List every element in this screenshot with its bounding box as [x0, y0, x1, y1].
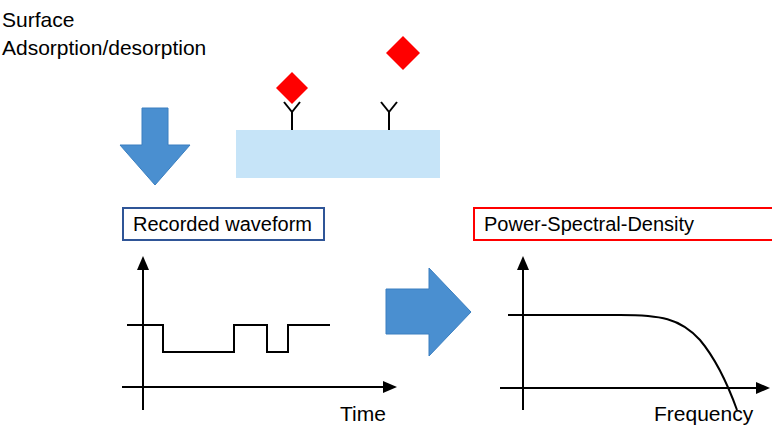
box-title: Power-Spectral-Density	[484, 212, 772, 236]
transform-arrow	[386, 268, 471, 356]
axis-label: Time	[340, 400, 386, 428]
receptor-symbol	[381, 102, 397, 130]
molecule-diamond	[386, 36, 420, 70]
title-box: Recorded waveform	[122, 207, 325, 241]
process-label: Surface Adsorption/desorption	[2, 6, 242, 62]
axis-arrowhead	[517, 256, 529, 270]
receptor-symbol	[284, 102, 300, 130]
axis-arrowhead	[756, 382, 770, 394]
molecule-diamond	[276, 72, 308, 104]
psd-axes	[500, 268, 758, 410]
box-title: Recorded waveform	[133, 212, 314, 236]
axis-arrowhead	[137, 256, 149, 270]
down-arrow	[120, 108, 190, 185]
telegraph-waveform	[127, 325, 330, 352]
axis-label: Frequency	[654, 400, 753, 428]
psd-curve	[508, 315, 737, 410]
surface-slab	[236, 130, 440, 178]
waveform-axes	[122, 268, 385, 410]
title-box: Power-Spectral-Density	[473, 207, 772, 241]
axis-arrowhead	[383, 381, 397, 393]
